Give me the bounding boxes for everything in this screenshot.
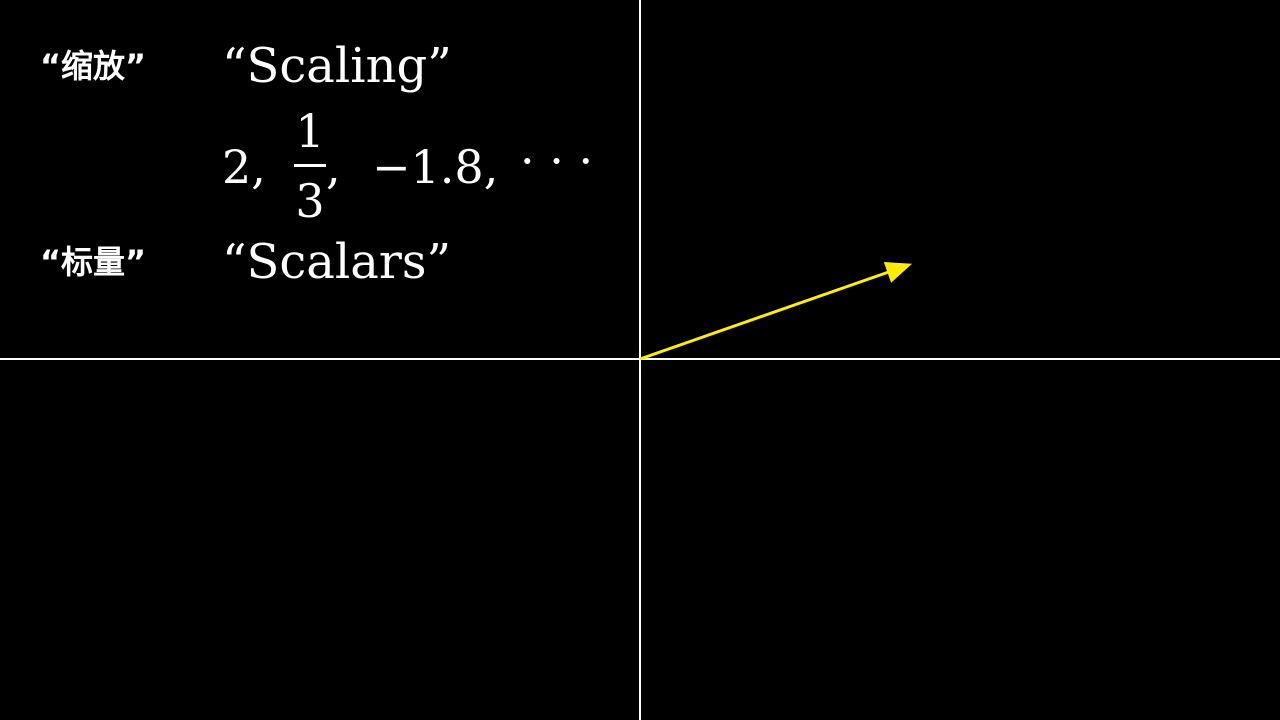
fraction-numerator: 1 <box>295 104 325 158</box>
fraction-denominator: 3 <box>295 174 325 228</box>
scalar-examples: 2, 1 3 , −1.8, · · · <box>222 108 602 228</box>
fraction-bar <box>294 164 326 167</box>
scalars-english-label: “Scalars” <box>222 234 452 290</box>
example-negative: −1.8, <box>372 140 499 194</box>
example-fraction: 1 3 <box>294 108 326 228</box>
vector-arrow-head <box>883 262 912 283</box>
example-two: 2, <box>222 140 266 194</box>
example-ellipsis: · · · <box>520 134 594 188</box>
vector-arrow-shaft <box>639 270 890 361</box>
scalars-chinese-label: “标量” <box>40 243 147 281</box>
fraction-comma: , <box>326 140 341 194</box>
scaling-english-label: “Scaling” <box>222 38 452 94</box>
scaling-chinese-label: “缩放” <box>40 47 147 85</box>
